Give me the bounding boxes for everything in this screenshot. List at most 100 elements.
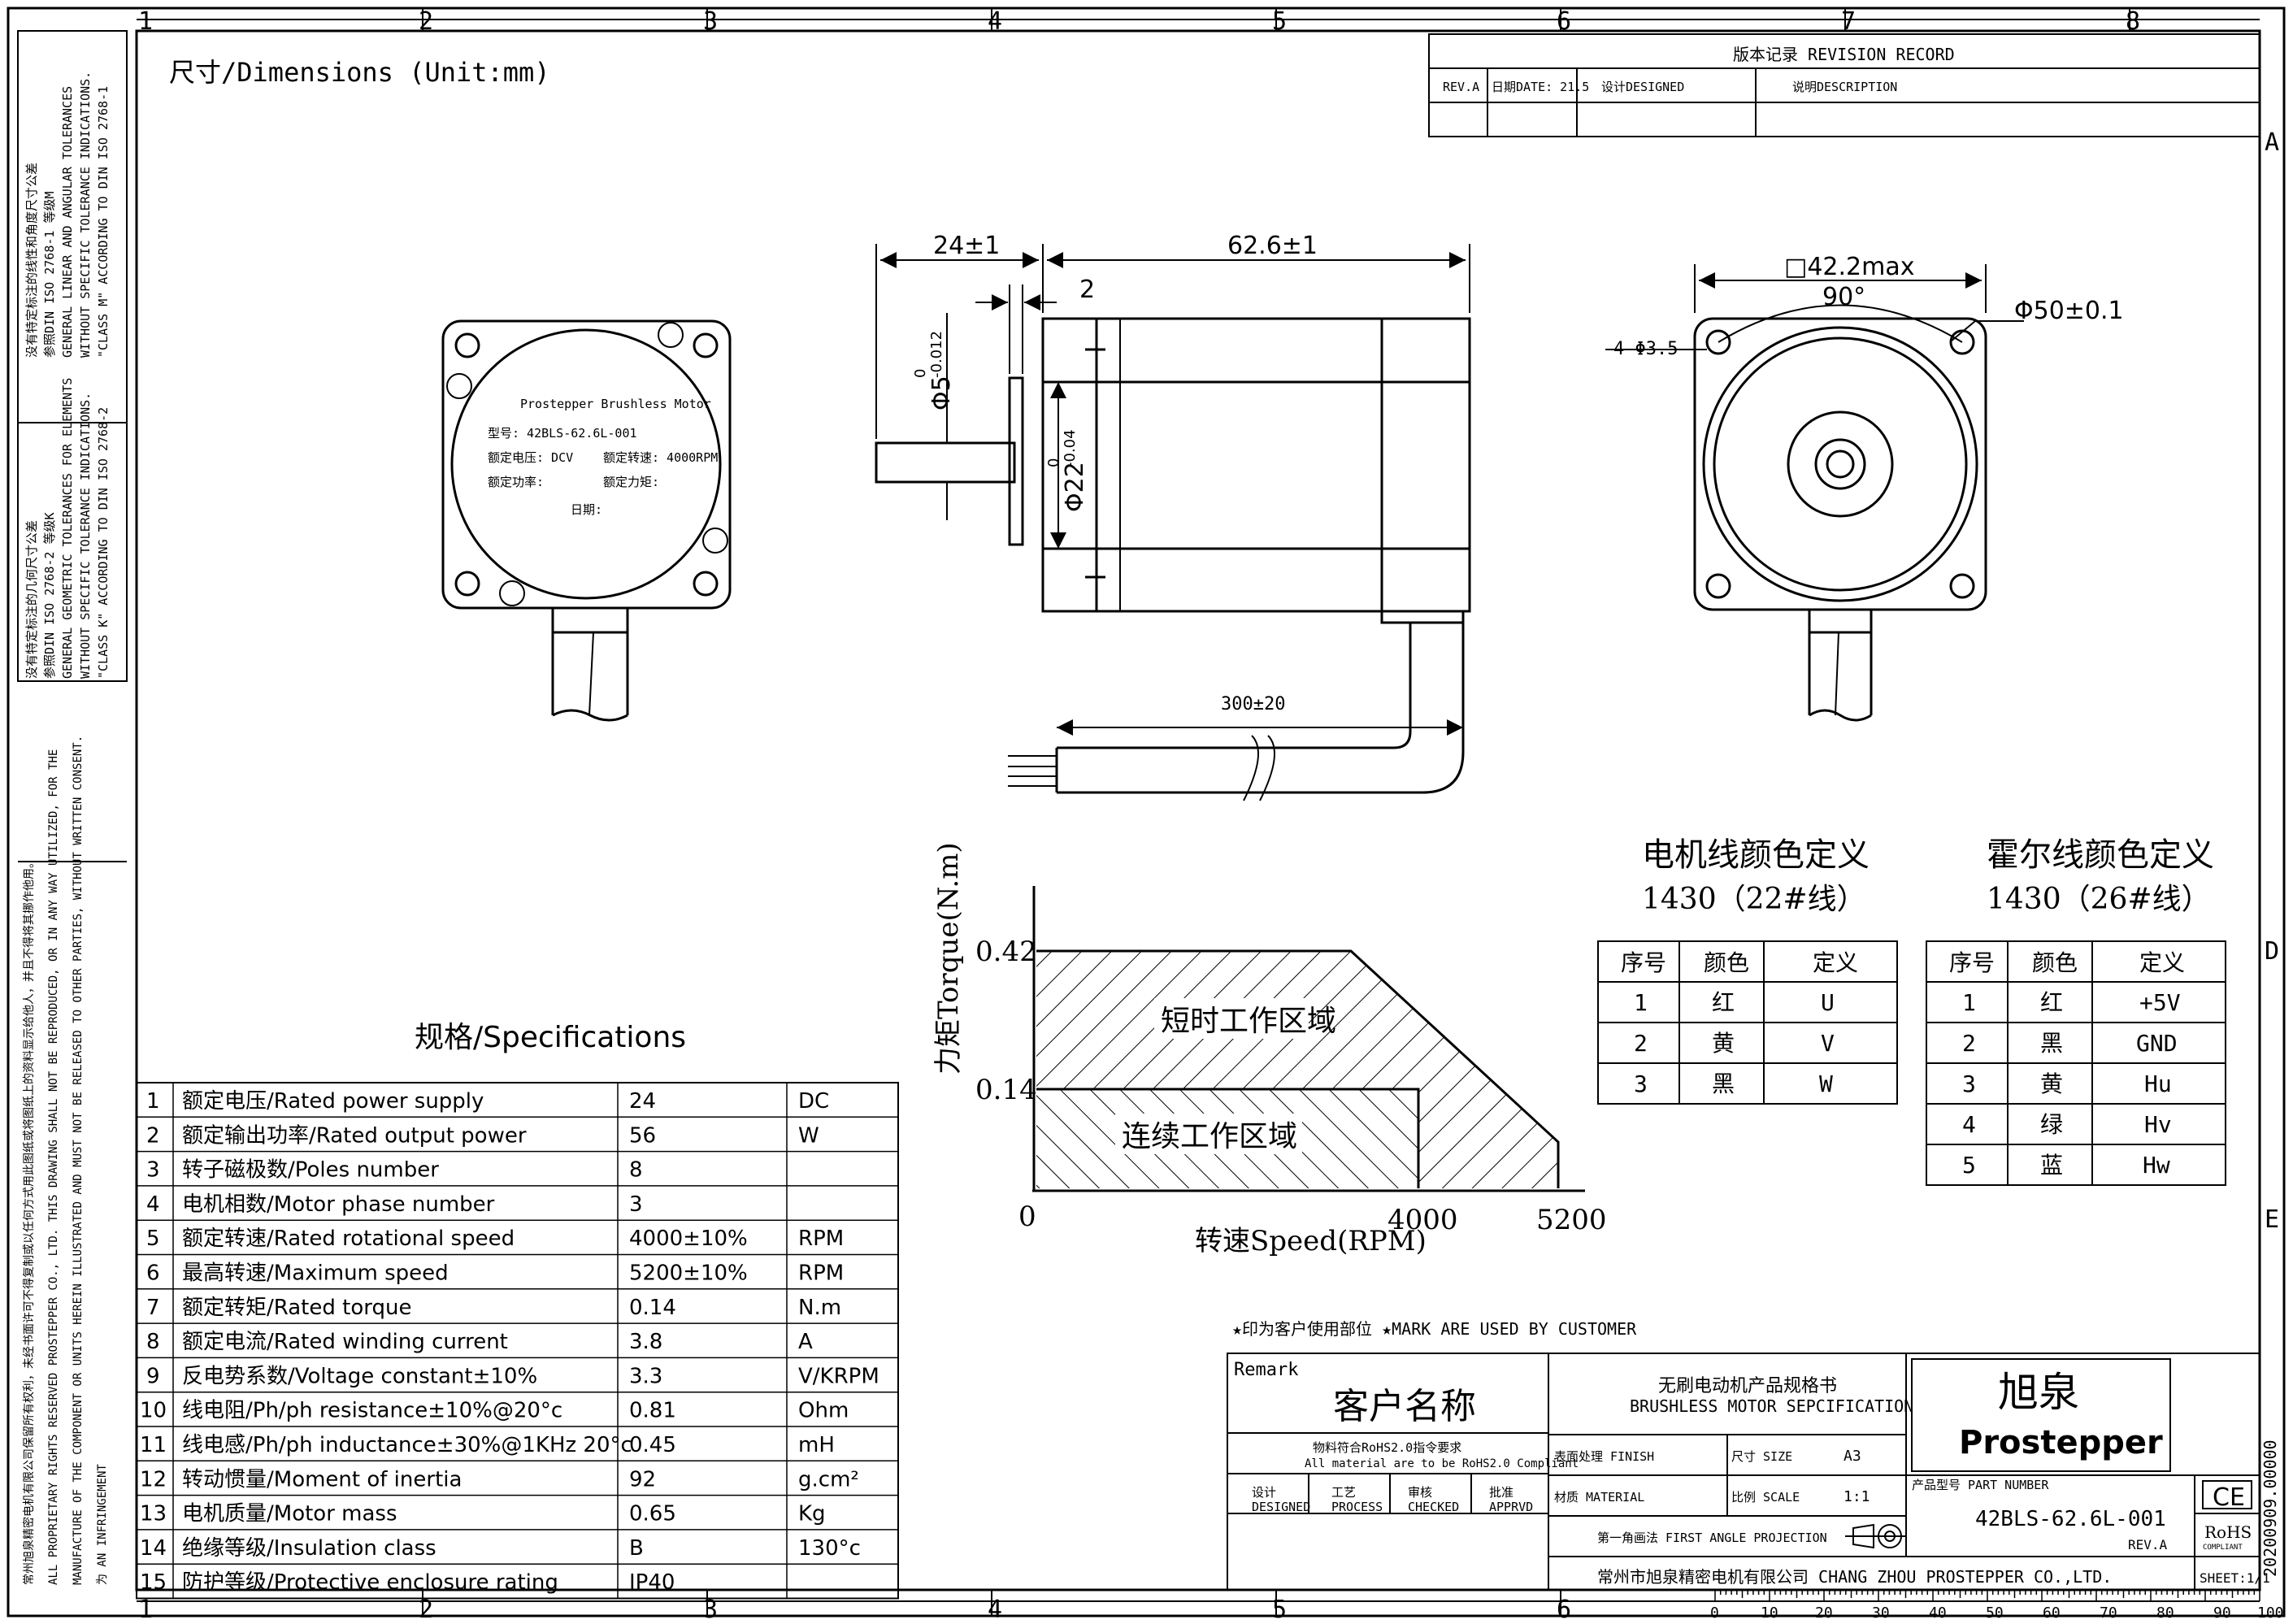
spec-unit: RPM: [798, 1261, 844, 1286]
spec-value: 4000±10%: [629, 1227, 748, 1251]
spec-value: IP40: [629, 1570, 675, 1595]
cell: 3: [1962, 1070, 1976, 1097]
row-label: E: [2265, 1205, 2279, 1234]
ytick: 0.14: [975, 1074, 1037, 1106]
end-view: □42.2max 90° Φ50±0.1 4-Φ3.5: [1605, 253, 2124, 722]
spec-name: 线电阻/Ph/ph resistance±10%@20°c: [182, 1399, 562, 1423]
spec-value: 0.45: [629, 1433, 676, 1457]
note-line: WITHOUT SPECIFIC TOLERANCE INDICATIONS.: [78, 393, 93, 679]
chart-xlabel: 转速Speed(RPM): [1195, 1225, 1427, 1257]
xtick: 5200: [1536, 1204, 1607, 1236]
nameplate-model: 型号: 42BLS-62.6L-001: [488, 426, 637, 441]
part-number: 42BLS-62.6L-001: [1975, 1507, 2166, 1531]
spec-no: 12: [140, 1467, 167, 1492]
ruler-label: 20: [1815, 1604, 1833, 1622]
spec-value: 0.81: [629, 1399, 676, 1423]
cell: Hv: [2144, 1111, 2172, 1138]
dim-mount-holes: 4-Φ3.5: [1613, 339, 1678, 359]
spec-name: 额定转矩/Rated torque: [182, 1296, 411, 1320]
note-line: GENERAL GEOMETRIC TOLERANCES FOR ELEMENT…: [60, 378, 75, 679]
spec-value: 3.8: [629, 1330, 662, 1354]
spec-unit: RPM: [798, 1227, 844, 1251]
dim-cable-length: 300±20: [1221, 694, 1285, 714]
note-line: 没有特定标注的线性和角度尺寸公差: [24, 163, 39, 358]
remark-label: Remark: [1234, 1360, 1298, 1380]
revision-rev: REV.A: [1443, 80, 1479, 94]
col-label: 5: [1272, 7, 1287, 36]
part-number-label: 产品型号 PART NUMBER: [1912, 1478, 2049, 1492]
note-line: 为 AN INFRINGEMENT: [96, 1464, 109, 1585]
nameplate: Prostepper Brushless Motor 型号: 42BLS-62.…: [488, 397, 718, 517]
cell: 1: [1962, 989, 1976, 1016]
revision-description: 说明DESCRIPTION: [1792, 80, 1897, 94]
row-label: D: [2265, 937, 2279, 966]
spec-no: 11: [140, 1433, 167, 1457]
col-label: 2: [419, 1596, 433, 1624]
dim-pcd: Φ50±0.1: [2014, 297, 2124, 325]
dimensions-title: 尺寸/Dimensions (Unit:mm): [169, 57, 550, 88]
spec-no: 14: [140, 1536, 167, 1561]
dim-shaft-diameter: Φ5: [927, 376, 956, 410]
nameplate-force: 额定力矩:: [603, 475, 659, 489]
note-line: 没有特定标注的几何尺寸公差: [24, 520, 39, 679]
ruler-label: 50: [1986, 1604, 2004, 1622]
cell: GND: [2136, 1030, 2178, 1057]
cell: 4: [1962, 1111, 1976, 1138]
region-continuous: 连续工作区域: [1122, 1120, 1297, 1153]
ruler-label: 70: [2100, 1604, 2117, 1622]
revision-date: 日期DATE: 21.5: [1492, 80, 1589, 94]
doc-title-cn: 无刷电动机产品规格书: [1658, 1376, 1837, 1396]
cell: W: [1819, 1070, 1833, 1097]
spec-table-frame: [136, 1082, 899, 1600]
col-label: 2: [419, 7, 433, 36]
spec-value: 24: [629, 1089, 656, 1114]
revision-designed: 设计DESIGNED: [1601, 80, 1684, 94]
col-label: 1: [138, 7, 153, 36]
frame: [7, 7, 2286, 1617]
col-label: 4: [988, 1596, 1002, 1624]
cell: 绿: [2040, 1111, 2063, 1138]
header-cell: 定义: [2139, 949, 2185, 976]
dim-boss-tolerance: 0-0.04: [1045, 429, 1079, 467]
motor-wire-subtitle: 1430（22#线）: [1642, 883, 1866, 916]
region-short-term: 短时工作区域: [1161, 1005, 1336, 1038]
spec-value: 5200±10%: [629, 1261, 748, 1286]
cell: 蓝: [2040, 1152, 2063, 1179]
note-line: 参照DIN ISO 2768-2 等级K: [42, 513, 57, 680]
cell: 黄: [1712, 1030, 1735, 1057]
note-line: 参照DIN ISO 2768-1 等级M: [42, 192, 57, 358]
spec-value: 0.14: [629, 1296, 676, 1320]
row-label: A: [2265, 128, 2279, 157]
spec-value: 92: [629, 1467, 656, 1492]
company-logo: 旭泉 Prostepper: [1911, 1358, 2171, 1472]
revision-title: 版本记录 REVISION RECORD: [1733, 45, 1955, 64]
nameplate-power: 额定功率:: [488, 475, 544, 489]
dim-boss-thickness: 2: [1079, 276, 1095, 304]
spec-no: 8: [146, 1330, 160, 1354]
ruler-ticks: [1714, 1590, 2260, 1601]
doc-title-en: BRUSHLESS MOTOR SEPCIFICATION: [1630, 1396, 1913, 1416]
spec-name: 绝缘等级/Insulation class: [182, 1536, 436, 1561]
spec-unit: DC: [798, 1089, 829, 1114]
note-line: "CLASS M" ACCORDING TO DIN ISO 2768-1: [96, 86, 111, 358]
xtick: 4000: [1388, 1204, 1458, 1236]
chart-ylabel: 力矩Torque(N.m): [932, 842, 965, 1075]
col-label: 3: [703, 1596, 718, 1624]
cell: 2: [1634, 1030, 1648, 1057]
dim-angle: 90°: [1822, 283, 1865, 311]
spec-name: 电机质量/Motor mass: [182, 1502, 397, 1526]
spec-name: 额定转速/Rated rotational speed: [182, 1227, 515, 1251]
spec-name: 转子磁极数/Poles number: [182, 1158, 439, 1183]
spec-no: 1: [146, 1089, 160, 1114]
spec-unit: Kg: [798, 1502, 826, 1526]
ruler-label: 80: [2156, 1604, 2174, 1622]
header-cell: 颜色: [1704, 949, 1749, 976]
spec-no: 9: [146, 1364, 160, 1388]
cell: 2: [1962, 1030, 1976, 1057]
size-value: A3: [1844, 1448, 1861, 1465]
specs-title: 规格/Specifications: [415, 1021, 686, 1054]
cell: U: [1821, 989, 1835, 1016]
scale-value: 1:1: [1844, 1488, 1870, 1505]
